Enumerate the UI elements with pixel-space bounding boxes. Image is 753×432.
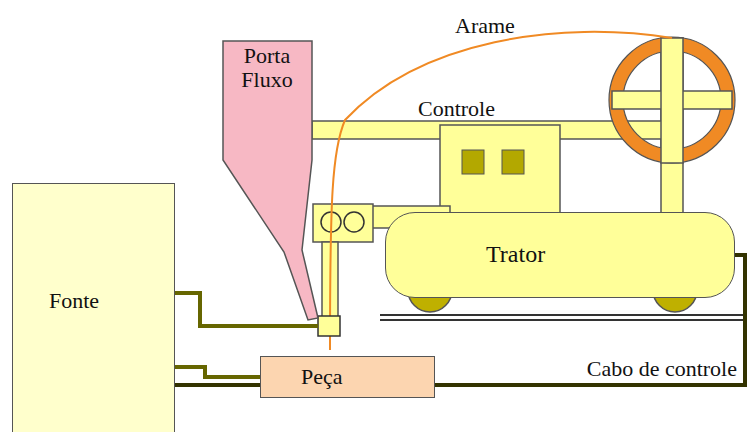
feed-roller xyxy=(344,212,364,232)
power-source: Fonte xyxy=(12,183,175,432)
control-label: Controle xyxy=(418,97,495,121)
tractor-cab xyxy=(440,125,560,215)
torch xyxy=(318,316,340,336)
node-label: Fonte xyxy=(49,289,99,313)
tractor-body: Trator xyxy=(385,212,735,298)
flux-hopper: Porta Fluxo xyxy=(222,40,342,325)
ground-cable xyxy=(175,367,260,377)
wire-label: Arame xyxy=(455,14,515,38)
cab-window xyxy=(502,150,524,174)
node-label: Porta Fluxo xyxy=(225,44,309,92)
wire-reel xyxy=(609,37,735,163)
wire xyxy=(330,32,672,350)
power-cable xyxy=(175,293,318,326)
node-label: Peça xyxy=(301,365,343,389)
reel-post xyxy=(661,38,683,213)
node-label: Trator xyxy=(486,241,545,267)
feed-box xyxy=(313,204,373,242)
workpiece: Peça xyxy=(260,356,435,398)
rail xyxy=(380,314,745,316)
cab-window xyxy=(462,150,484,174)
edge-label: Cabo de controle xyxy=(587,357,737,381)
reel-spoke xyxy=(661,38,683,163)
rail xyxy=(380,319,745,321)
